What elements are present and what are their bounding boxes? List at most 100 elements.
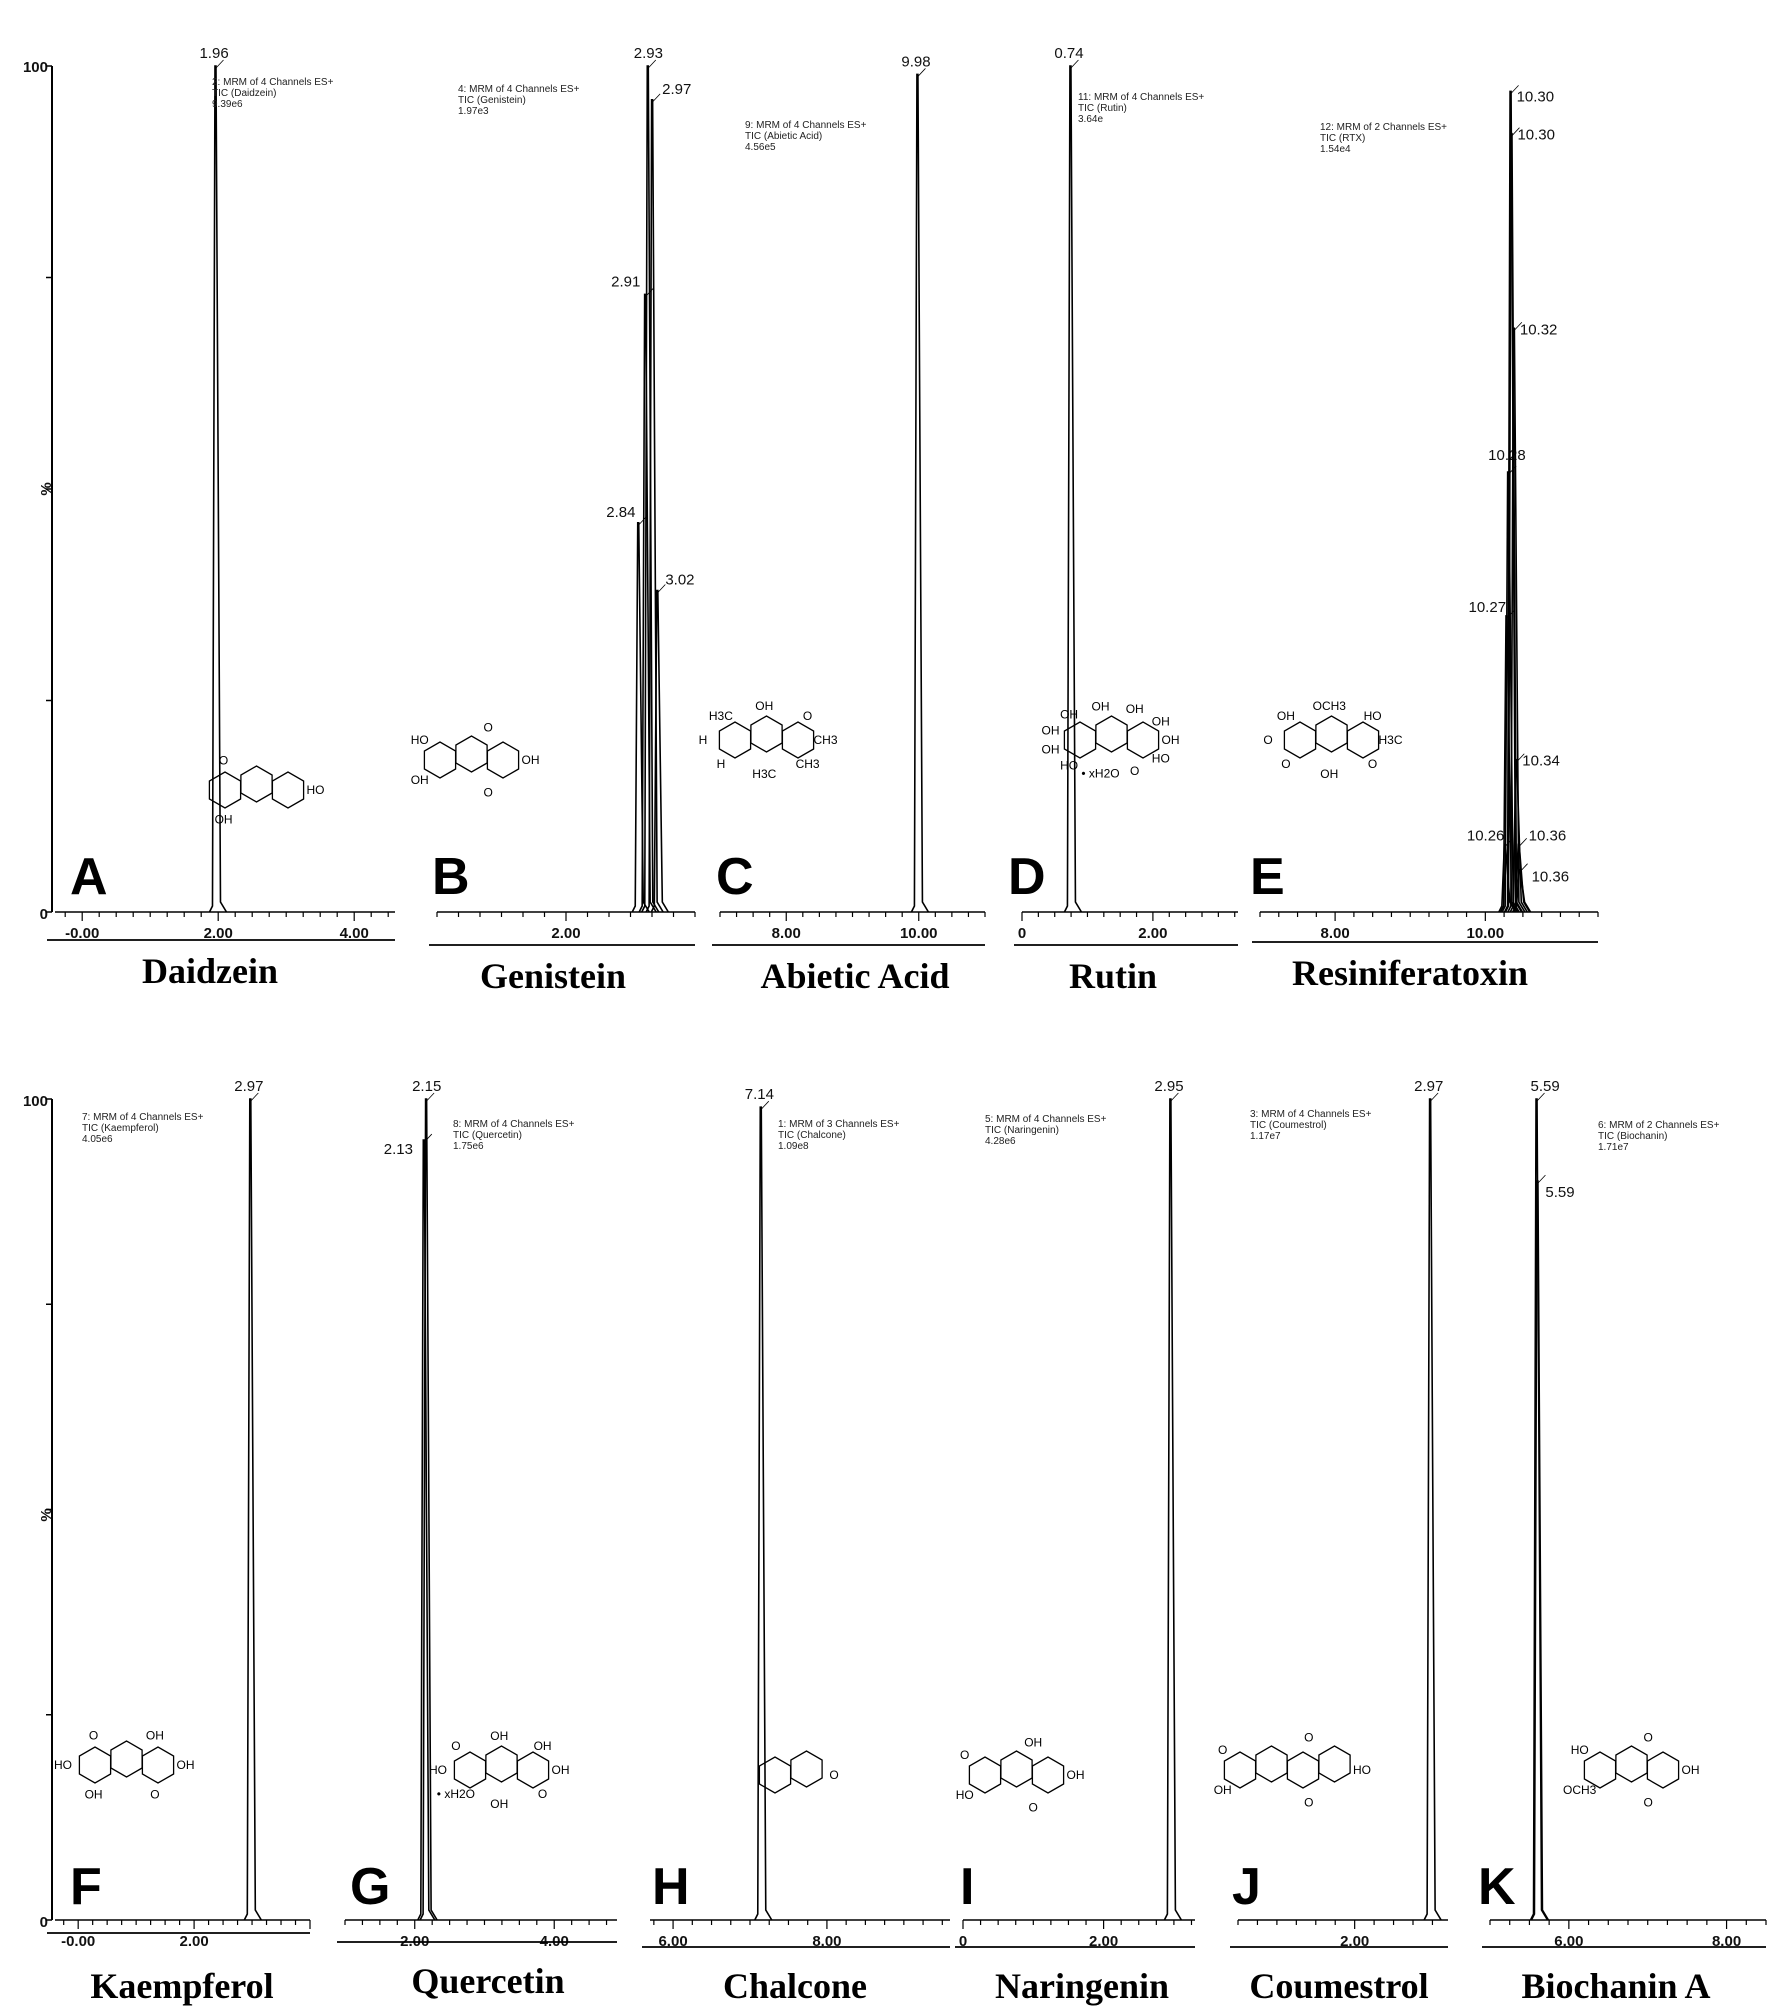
panel-A-structure-label-0: HO: [307, 783, 325, 797]
panel-J-peak-label-0: 2.97: [1414, 1078, 1443, 1095]
panel-D-structure-ring-2: [1126, 721, 1160, 759]
panel-A-x-tick-label-2: 4.00: [340, 925, 369, 942]
panel-J-structure-label-0: HO: [1353, 1763, 1371, 1777]
panel-D-structure-ring-0: [1063, 721, 1097, 759]
panel-I-info-line-0: 5: MRM of 4 Channels ES+: [985, 1114, 1107, 1125]
panel-J-structure-ring-3: [1318, 1745, 1351, 1783]
panel-I-structure-label-2: HO: [956, 1788, 974, 1802]
panel-H-peak-label-0: 7.14: [745, 1086, 774, 1103]
panel-J-structure-label-3: O: [1218, 1743, 1227, 1757]
panel-D-structure-label-10: OH: [1152, 715, 1170, 729]
panel-D-structure-label-8: OH: [1092, 699, 1110, 713]
panel-C-structure-label-1: CH3: [796, 757, 820, 771]
panel-G-compound-name: Quercetin: [411, 1961, 564, 2001]
panel-E-structure-label-3: O: [1281, 757, 1290, 771]
panel-C-info-line-0: 9: MRM of 4 Channels ES+: [745, 120, 867, 131]
panel-E-compound-name: Resiniferatoxin: [1292, 953, 1528, 993]
panel-E-peak-5: [1507, 327, 1526, 913]
panel-C-info-line-1: TIC (Abietic Acid): [745, 131, 822, 142]
panel-C-structure-label-0: CH3: [813, 733, 837, 747]
panel-B-peak-4: [650, 589, 670, 913]
panel-K-peak-label-0: 5.59: [1531, 1078, 1560, 1095]
panel-D-letter: D: [1008, 848, 1046, 906]
panel-G-peak-leader-1: [426, 1092, 435, 1102]
panel-D-x-tick-label-1: 2.00: [1138, 925, 1167, 942]
panel-K-info-line-2: 1.71e7: [1598, 1142, 1629, 1153]
panel-A-peak-label-0: 1.96: [199, 45, 228, 62]
panel-J: 2.002.973: MRM of 4 Channels ES+TIC (Cou…: [1214, 1078, 1448, 2006]
y-axis-top-label-row2: 100: [23, 1093, 48, 1110]
panel-G-peak-label-1: 2.15: [412, 1078, 441, 1095]
panel-K-structure-label-0: OH: [1682, 1763, 1700, 1777]
panel-B-structure-ring-0: [423, 741, 457, 779]
panel-G-structure-ring-2: [516, 1751, 550, 1789]
panel-C-structure-label-6: OH: [755, 699, 773, 713]
panel-D-structure-label-2: O: [1130, 764, 1139, 778]
panel-G-structure-label-3: • xH2O: [437, 1787, 475, 1801]
panel-K-structure-label-1: O: [1644, 1795, 1653, 1809]
panel-C-structure-label-7: O: [803, 709, 812, 723]
panel-K-info-line-0: 6: MRM of 2 Channels ES+: [1598, 1120, 1720, 1131]
panel-J-info-line-2: 1.17e7: [1250, 1131, 1281, 1142]
panel-G-structure-label-1: O: [538, 1787, 547, 1801]
panel-G-structure-ring-1: [485, 1745, 518, 1783]
panel-J-structure-label-2: OH: [1214, 1783, 1232, 1797]
panel-I-structure-ring-2: [1031, 1756, 1065, 1794]
panel-B-peak-leader-3: [652, 93, 661, 103]
panel-G-info-line-1: TIC (Quercetin): [453, 1130, 522, 1141]
panel-E-structure-label-5: OH: [1277, 709, 1295, 723]
panel-H-structure-ring-1: [790, 1750, 823, 1788]
panel-G-letter: G: [350, 1858, 390, 1916]
panel-A-x-tick-label-0: -0.00: [65, 925, 99, 942]
panel-B-structure-label-0: OH: [522, 753, 540, 767]
panel-A-peak-leader-0: [215, 59, 224, 69]
panel-G-structure-label-7: OH: [534, 1739, 552, 1753]
panel-E-peak-label-6: 10.34: [1522, 753, 1560, 770]
panel-K-letter: K: [1478, 1858, 1516, 1916]
panel-D-peak-label-0: 0.74: [1054, 45, 1083, 62]
panel-I-structure-label-1: O: [1029, 1800, 1038, 1814]
panel-D-structure-label-1: HO: [1152, 751, 1170, 765]
panel-E-peak-label-8: 10.36: [1532, 869, 1570, 886]
panel-B-peak-label-1: 2.91: [611, 273, 640, 290]
panel-B-peak-label-0: 2.84: [606, 504, 635, 521]
panel-E-letter: E: [1250, 848, 1285, 906]
panel-C-structure-label-3: H: [717, 757, 726, 771]
panel-H-structure: O: [758, 1750, 839, 1794]
panel-C-compound-name: Abietic Acid: [761, 956, 950, 996]
panel-F-structure-ring-2: [141, 1746, 175, 1784]
panel-I-peak-label-0: 2.95: [1154, 1078, 1183, 1095]
panel-E-peak-leader-3: [1510, 85, 1519, 94]
panel-F-peak-leader-0: [250, 1092, 259, 1102]
panel-D-structure-label-6: OH: [1042, 723, 1060, 737]
panel-E-peak-leader-4: [1511, 127, 1520, 136]
panel-J-x-tick-label-0: 2.00: [1340, 1933, 1369, 1950]
panel-G-structure-label-2: OH: [490, 1797, 508, 1811]
panel-I-peak-leader-0: [1170, 1092, 1179, 1102]
panel-I-x-tick-label-0: 0: [959, 1933, 967, 1950]
panel-H-letter: H: [652, 1858, 690, 1916]
panel-B-info-line-2: 1.97e3: [458, 106, 489, 117]
panel-E-peak-label-7: 10.36: [1529, 827, 1567, 844]
y-axis-top-label-row1: 100: [23, 59, 48, 76]
panel-E-structure-label-7: HO: [1364, 709, 1382, 723]
panel-E-peak-leader-5: [1514, 321, 1523, 331]
panel-K-structure-label-2: OCH3: [1563, 1783, 1597, 1797]
panel-D-peak-leader-0: [1070, 59, 1079, 69]
panel-E-structure-ring-2: [1346, 721, 1380, 759]
panel-K-peak-label-1: 5.59: [1545, 1184, 1574, 1201]
panel-G-structure-label-0: OH: [552, 1763, 570, 1777]
